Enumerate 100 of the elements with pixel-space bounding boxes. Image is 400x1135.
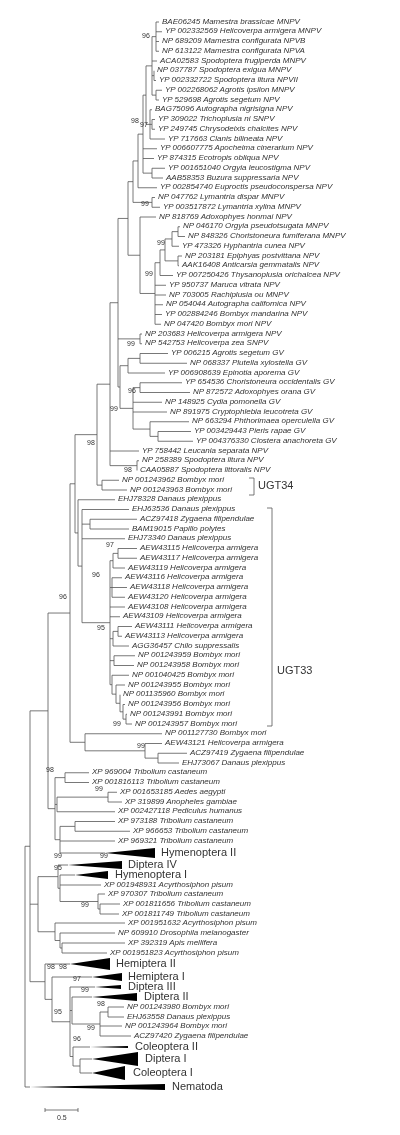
taxon-label: ACZ97418 Zygaena filipendulae: [140, 514, 255, 523]
taxon-label: NP 001243958 Bombyx mori: [137, 661, 239, 670]
taxon-label: NP 258389 Spodoptera litura NPV: [142, 456, 264, 465]
taxon-label: NP 054044 Autographa californica NPV: [166, 300, 306, 309]
taxon-label: NP 047762 Lymantria dispar MNPV: [158, 193, 285, 202]
group-label: UGT34: [258, 479, 294, 491]
clade-label: Hymenoptera II: [161, 846, 237, 858]
clade-label: Diptera I: [145, 1052, 187, 1064]
taxon-label: NP 613122 Mamestra configurata NPVA: [162, 46, 305, 55]
taxon-label: YP 529698 Agrotis segetum NPV: [162, 95, 280, 104]
taxon-label: YP 004376330 Clostera anachoreta GV: [196, 436, 337, 445]
taxon-label: YP 002332569 Helicoverpa armigera MNPV: [165, 27, 322, 36]
taxon-label: NP 001243980 Bombyx mori: [127, 1002, 229, 1011]
taxon-label: NP 001243955 Bombyx mori: [128, 680, 230, 689]
taxon-label: NP 068337 Plutella xylostella GV: [190, 358, 308, 367]
taxon-label: NP 001135960 Bombyx mori: [123, 690, 225, 699]
taxon-label: NP 872572 Adoxophyes orana GV: [193, 388, 316, 397]
taxon-label: XP 001811656 Tribolium castaneum: [123, 899, 251, 908]
taxon-label: XP 392319 Apis mellifera: [128, 938, 218, 947]
clade-label: Coleoptera I: [133, 1066, 193, 1078]
taxon-label: YP 758442 Leucania separata NPV: [142, 446, 268, 455]
taxon-label: BAG75096 Autographa nigrisigna NPV: [155, 105, 293, 114]
taxon-label: YP 002332722 Spodoptera litura NPVII: [159, 76, 298, 85]
taxon-label: YP 654536 Choristoneura occidentalis GV: [185, 378, 335, 387]
taxon-label: AAK16408 Anticarsia gemmatalis NPV: [182, 261, 320, 270]
taxon-label: XP 973188 Tribolium castaneum: [118, 817, 234, 826]
taxon-label: YP 473326 Hyphantria cunea NPV: [182, 241, 305, 250]
taxon-label: XP 319899 Anopheles gambiae: [125, 797, 237, 806]
taxon-label: XP 001951823 Acyrthosiphon pisum: [110, 948, 239, 957]
taxon-label: XP 001948931 Acyrthosiphon pisum: [104, 880, 233, 889]
group-label: UGT33: [277, 664, 313, 676]
taxon-label: NP 001127730 Bombyx mori: [165, 729, 267, 738]
taxon-label: YP 001651040 Orgyia leucostigma NPV: [168, 163, 310, 172]
taxon-label: NP 037787 Spodoptera exigua MNPV: [157, 66, 292, 75]
taxon-label: AGG36457 Chilo suppressalis: [132, 641, 240, 650]
taxon-label: NP 001243991 Bombyx mori: [130, 709, 232, 718]
taxon-label: AEW43113 Helicoverpa armigera: [125, 631, 244, 640]
taxon-label: ACZ97420 Zygaena filipendulae: [134, 1031, 249, 1040]
taxon-label: NP 689209 Mamestra configurata NPVB: [162, 37, 306, 46]
taxon-label: ACZ97419 Zygaena filipendulae: [190, 748, 305, 757]
taxon-label: CAA05887 Spodoptera littoralis NPV: [140, 466, 271, 475]
taxon-label: YP 007250426 Thysanoplusia orichalcea NPV: [176, 271, 340, 280]
taxon-label: NP 001243962 Bombyx mori: [122, 475, 224, 484]
taxon-label: XP 966653 Tribolium castaneum: [133, 826, 249, 835]
taxon-label: NP 609910 Drosophila melanogaster: [118, 928, 249, 937]
taxon-label: NP 203683 Helicoverpa armigera NPV: [145, 329, 282, 338]
taxon-label: YP 717663 Clanis bilineata NPV: [168, 134, 283, 143]
taxon-label: AEW43111 Helicoverpa armigera: [135, 622, 253, 631]
taxon-label: NP 703005 Rachiplusia ou MNPV: [169, 290, 289, 299]
taxon-label: ACA02583 Spodoptera frugiperda MNPV: [160, 56, 306, 65]
taxon-label: AEW43121 Helicoverpa armigera: [165, 739, 284, 748]
taxon-label: EHJ63558 Danaus plexippus: [127, 1012, 231, 1021]
taxon-label: NP 148925 Cydia pomonella GV: [165, 397, 281, 406]
clade-label: Hymenoptera I: [115, 868, 188, 880]
taxon-label: NP 848326 Choristoneura fumiferana MNPV: [188, 232, 346, 241]
taxon-label: XP 969004 Tribolium castaneum: [92, 768, 208, 777]
taxon-label: NP 001243963 Bombyx mori: [130, 485, 232, 494]
taxon-label: YP 874315 Ecotropis obliqua NPV: [157, 154, 279, 163]
taxon-label: AEW43118 Helicoverpa armigera: [130, 583, 249, 592]
taxon-label: BAM19015 Papilio polytes: [132, 524, 226, 533]
taxon-label: EHJ63536 Danaus plexippus: [132, 505, 236, 514]
taxon-label: NP 663294 Phthorimaea operculella GV: [192, 417, 334, 426]
taxon-label: NP 542753 Helicoverpa zea SNPV: [145, 339, 269, 348]
taxon-label: NP 001243956 Bombyx mori: [128, 700, 230, 709]
taxon-label: AEW43117 Helicoverpa armigera: [140, 553, 259, 562]
taxon-label: AEW43109 Helicoverpa armigera: [123, 612, 242, 621]
taxon-label: XP 970307 Tribolium castaneum: [108, 889, 224, 898]
taxon-label: NP 001243964 Bombyx mori: [125, 1021, 227, 1030]
taxon-label: YP 249745 Chrysodeixis chalcites NPV: [158, 124, 298, 133]
taxon-label: YP 006607775 Apocheima cinerarium NPV: [160, 144, 313, 153]
taxon-label: AEW43115 Helicoverpa armigera: [140, 544, 259, 553]
taxon-label: NP 001243957 Bombyx mori: [135, 719, 237, 728]
taxon-label: YP 002268062 Agrotis ipsilon MNPV: [165, 85, 295, 94]
taxon-label: NP 891975 Cryptophlebia leucotreta GV: [170, 407, 313, 416]
taxon-label: XP 001653185 Aedes aegypti: [120, 787, 226, 796]
taxon-label: NP 001243959 Bombyx mori: [138, 651, 240, 660]
taxon-label: NP 047420 Bombyx mori NPV: [164, 319, 272, 328]
taxon-label: NP 046170 Orgyia pseudotsugata MNPV: [183, 222, 329, 231]
taxon-label: AEW43119 Helicoverpa armigera: [128, 563, 247, 572]
taxon-label: NP 203181 Epiphyas postvittana NPV: [185, 251, 320, 260]
taxon-label: XP 002427118 Pediculus humanus: [118, 807, 243, 816]
taxon-label: YP 003429443 Pieris rapae GV: [194, 427, 306, 436]
taxon-label: XP 001951632 Acyrthosiphon pisum: [128, 918, 257, 927]
clade-label: Diptera IV: [128, 858, 177, 870]
clade-label: Nematoda: [172, 1080, 223, 1092]
taxon-label: YP 003517872 Lymantria xylina MNPV: [163, 202, 301, 211]
clade-label: Coleoptera II: [135, 1040, 198, 1052]
taxon-label: YP 002884246 Bombyx mandarina NPV: [165, 310, 308, 319]
taxon-label: XP 969321 Tribolium castaneum: [118, 836, 234, 845]
clade-label: Diptera II: [144, 990, 189, 1002]
taxon-label: YP 006215 Agrotis segetum GV: [171, 349, 284, 358]
taxon-label: NP 818769 Adoxophyes honmai NPV: [159, 212, 292, 221]
taxon-label: EHJ78328 Danaus plexippus: [118, 495, 222, 504]
taxon-label: NP 001040425 Bombyx mori: [132, 670, 234, 679]
taxon-label: AAB58353 Buzura suppressaria NPV: [166, 173, 299, 182]
taxon-label: AEW43108 Helicoverpa armigera: [128, 602, 247, 611]
taxon-label: BAE06245 Mamestra brassicae MNPV: [162, 17, 300, 26]
taxon-label: EHJ73340 Danaus plexippus: [128, 534, 232, 543]
taxon-label: YP 006908639 Epinotia aporema GV: [168, 368, 300, 377]
clade-label: Hemiptera I: [128, 970, 185, 982]
